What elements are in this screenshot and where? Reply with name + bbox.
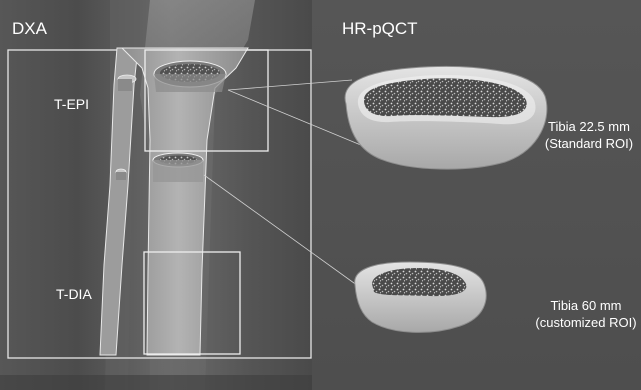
site-label-customized-line1: Tibia 60 mm [532, 297, 640, 314]
dxa-panel [0, 0, 312, 390]
dia-cross-section-render [355, 262, 486, 332]
t-epi-label: T-EPI [54, 96, 89, 112]
t-dia-label: T-DIA [56, 286, 92, 302]
site-label-standard-line2: (Standard ROI) [540, 135, 638, 152]
epi-cross-section-render [345, 66, 547, 169]
site-label-standard-line1: Tibia 22.5 mm [540, 118, 638, 135]
site-label-standard: Tibia 22.5 mm (Standard ROI) [540, 118, 638, 152]
site-label-customized-line2: (customized ROI) [532, 314, 640, 331]
site-label-customized: Tibia 60 mm (customized ROI) [532, 297, 640, 331]
hrpqct-panel-title: HR-pQCT [342, 19, 418, 39]
dxa-panel-title: DXA [12, 19, 47, 39]
